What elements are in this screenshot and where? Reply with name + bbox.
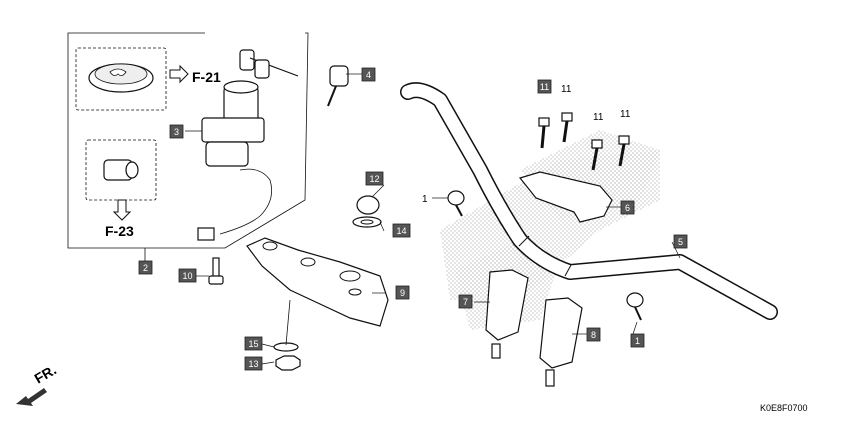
svg-text:4: 4	[366, 70, 371, 80]
diagram-code: K0E8F0700	[760, 403, 808, 413]
bolt-10	[208, 257, 224, 285]
callout-3: 3	[169, 124, 184, 139]
svg-text:9: 9	[400, 288, 405, 298]
svg-text:10: 10	[182, 271, 192, 281]
top-bridge	[246, 237, 389, 327]
callout-4: 4	[361, 67, 376, 82]
label-11-b: 11	[561, 84, 572, 95]
svg-text:2: 2	[143, 263, 148, 273]
svg-text:5: 5	[678, 237, 683, 247]
lock-inset	[85, 139, 157, 221]
reference-f23: F-23	[105, 223, 134, 239]
reference-f21: F-21	[192, 69, 221, 85]
lower-holder-8	[539, 297, 583, 387]
fuel-cap-inset	[75, 47, 189, 111]
svg-text:1: 1	[635, 336, 640, 346]
svg-text:13: 13	[248, 359, 258, 369]
svg-text:12: 12	[369, 174, 379, 184]
callout-12: 12	[365, 171, 384, 186]
callout-8: 8	[586, 327, 601, 342]
direction-label: FR.	[32, 361, 60, 386]
upper-holder	[518, 171, 613, 223]
cap-12	[356, 195, 380, 215]
nut-13	[275, 355, 301, 371]
svg-text:3: 3	[174, 127, 179, 137]
ignition-group-outline	[67, 32, 309, 262]
lower-holder-7	[485, 269, 529, 359]
label-1: 1	[422, 194, 428, 205]
clamp-1-left	[447, 190, 465, 217]
callout-13: 13	[244, 356, 263, 371]
callout-14: 14	[392, 223, 411, 238]
svg-text:6: 6	[625, 203, 630, 213]
callout-1: 1	[630, 333, 645, 348]
label-11-d: 11	[620, 109, 631, 120]
callout-9: 9	[395, 285, 410, 300]
callout-5: 5	[673, 234, 688, 249]
callout-2: 2	[138, 260, 153, 275]
svg-text:15: 15	[248, 339, 258, 349]
ignition-switch	[197, 80, 273, 241]
svg-text:14: 14	[396, 226, 406, 236]
callout-7: 7	[458, 294, 473, 309]
label-11-c: 11	[593, 112, 604, 123]
bolts-11	[538, 112, 630, 171]
leader-lines	[185, 73, 681, 365]
svg-text:7: 7	[463, 297, 468, 307]
keys	[239, 49, 349, 107]
washer-14	[352, 216, 382, 228]
callout-15: 15	[244, 336, 263, 351]
callout-11: 11	[537, 79, 552, 94]
callout-6: 6	[620, 200, 635, 215]
front-arrow-icon	[16, 388, 47, 406]
handlebar	[400, 82, 778, 320]
callout-10: 10	[178, 268, 197, 283]
clamp-1-right	[626, 292, 644, 321]
svg-text:8: 8	[591, 330, 596, 340]
svg-text:11: 11	[540, 82, 549, 92]
